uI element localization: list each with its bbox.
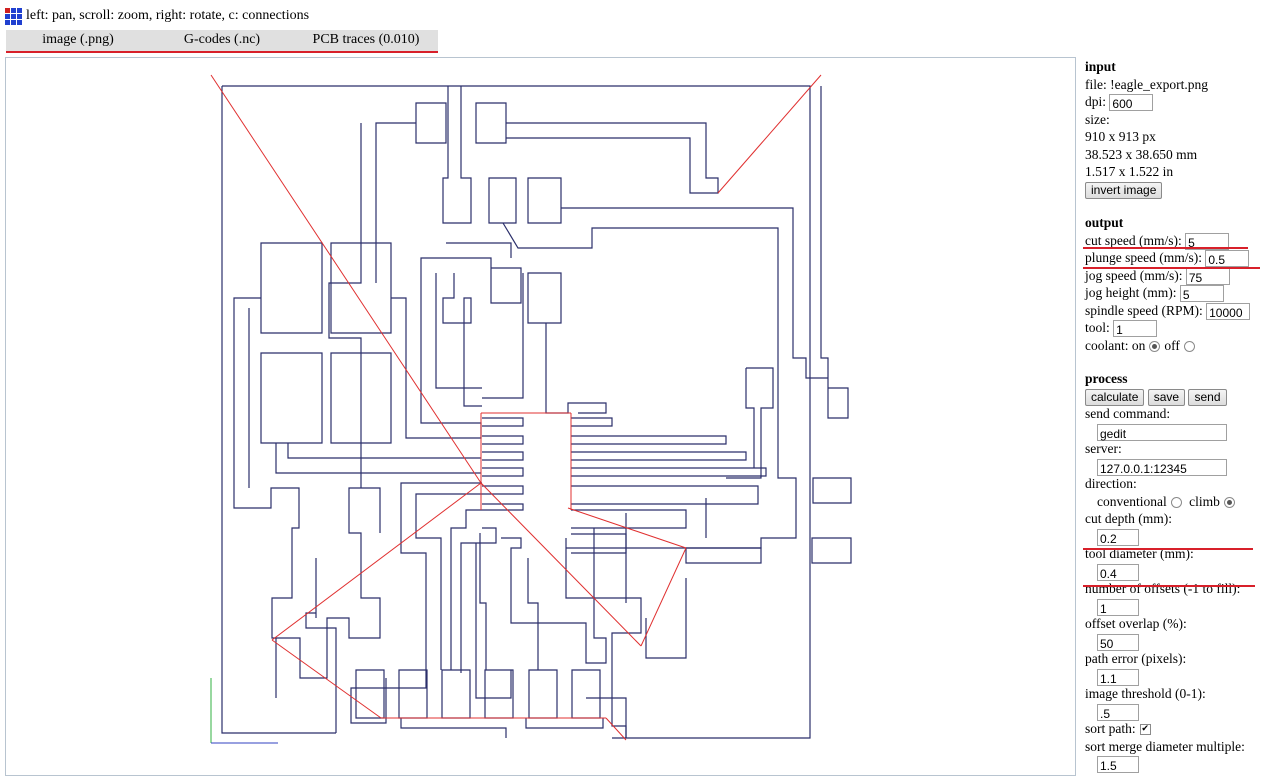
- offsets-input[interactable]: 1: [1097, 598, 1139, 616]
- plunge-speed-input[interactable]: 0.5: [1205, 250, 1250, 268]
- jog-height-label: jog height (mm):: [1085, 285, 1177, 300]
- tool-diameter-input[interactable]: 0.4: [1097, 563, 1139, 581]
- grid-icon: [4, 7, 22, 25]
- send-command-input[interactable]: gedit: [1097, 423, 1227, 441]
- size-label: size:: [1085, 111, 1110, 127]
- mode-bar-underline: [6, 51, 438, 53]
- process-section-title: process: [1085, 371, 1128, 386]
- coolant-label: coolant: on: [1085, 337, 1146, 353]
- settings-panel: input file: !eagle_export.png dpi: 600 s…: [1085, 58, 1270, 774]
- send-command-label: send command:: [1085, 406, 1171, 421]
- coolant-on-radio[interactable]: [1149, 340, 1161, 352]
- send-button[interactable]: send: [1188, 388, 1227, 406]
- jog-height-input[interactable]: 5: [1179, 285, 1224, 303]
- direction-label: direction:: [1085, 476, 1137, 491]
- tool-input[interactable]: 1: [1113, 320, 1158, 338]
- tool-label: tool:: [1085, 320, 1110, 335]
- climb-radio[interactable]: [1223, 496, 1235, 508]
- conventional-label: conventional: [1097, 493, 1167, 509]
- cut-speed-input[interactable]: 5: [1185, 232, 1230, 250]
- size-mm-value: 38.523 x 38.650 mm: [1085, 146, 1198, 162]
- jog-speed-input[interactable]: 75: [1185, 267, 1230, 285]
- jog-moves: [210, 74, 822, 741]
- cut-speed-underline: [1083, 247, 1248, 249]
- overlap-label: offset overlap (%):: [1085, 616, 1187, 631]
- jog-speed-label: jog speed (mm/s):: [1085, 267, 1183, 283]
- plunge-speed-underline: [1083, 267, 1260, 269]
- calculate-button[interactable]: calculate: [1085, 388, 1145, 406]
- axes: [210, 678, 278, 744]
- cut-depth-input[interactable]: 0.2: [1097, 528, 1139, 546]
- dpi-input[interactable]: 600: [1109, 94, 1154, 112]
- file-label: file: !eagle_export.png: [1085, 76, 1208, 92]
- top-bar: left: pan, scroll: zoom, right: rotate, …: [4, 7, 309, 25]
- sort-merge-input[interactable]: 1.5: [1097, 756, 1139, 774]
- sort-path-label: sort path:: [1085, 721, 1136, 736]
- size-in-value: 1.517 x 1.522 in: [1085, 164, 1174, 179]
- sort-merge-label: sort merge diameter multiple:: [1085, 738, 1245, 754]
- threshold-input[interactable]: .5: [1097, 703, 1139, 721]
- tool-diameter-underline: [1083, 585, 1255, 587]
- input-section-title: input: [1085, 59, 1116, 74]
- invert-image-button[interactable]: invert image: [1085, 181, 1163, 199]
- path-error-label: path error (pixels):: [1085, 651, 1187, 666]
- plunge-speed-label: plunge speed (mm/s):: [1085, 250, 1202, 265]
- coolant-off-label: off: [1164, 337, 1180, 353]
- conventional-radio[interactable]: [1170, 496, 1182, 508]
- server-input[interactable]: 127.0.0.1:12345: [1097, 458, 1227, 476]
- cut-depth-underline: [1083, 548, 1253, 550]
- mode-bar: image (.png) G-codes (.nc) PCB traces (0…: [6, 30, 438, 52]
- toolpath-canvas[interactable]: [6, 58, 1076, 776]
- climb-label: climb: [1189, 493, 1220, 509]
- dpi-label: dpi:: [1085, 94, 1107, 109]
- spindle-speed-label: spindle speed (RPM):: [1085, 302, 1203, 318]
- path-error-input[interactable]: 1.1: [1097, 668, 1139, 686]
- mode-gcodes-button[interactable]: G-codes (.nc): [183, 32, 261, 47]
- cut-depth-label: cut depth (mm):: [1085, 511, 1172, 526]
- sort-path-checkbox[interactable]: ✔: [1139, 724, 1151, 736]
- overlap-input[interactable]: 50: [1097, 633, 1139, 651]
- offsets-label: number of offsets (-1 to fill):: [1085, 581, 1241, 596]
- cut-speed-label: cut speed (mm/s):: [1085, 232, 1182, 248]
- output-section-title: output: [1085, 215, 1124, 230]
- mode-image-button[interactable]: image (.png): [42, 32, 114, 47]
- size-px-value: 910 x 913 px: [1085, 129, 1156, 144]
- toolpath-view[interactable]: [5, 57, 1076, 776]
- server-label: server:: [1085, 441, 1122, 456]
- mode-pcb-traces-button[interactable]: PCB traces (0.010): [312, 32, 420, 47]
- controls-hint: left: pan, scroll: zoom, right: rotate, …: [26, 8, 310, 23]
- pcb-traces: [221, 85, 852, 739]
- spindle-speed-input[interactable]: 10000: [1206, 302, 1251, 320]
- save-button[interactable]: save: [1147, 388, 1186, 406]
- threshold-label: image threshold (0-1):: [1085, 686, 1206, 701]
- coolant-off-radio[interactable]: [1183, 340, 1195, 352]
